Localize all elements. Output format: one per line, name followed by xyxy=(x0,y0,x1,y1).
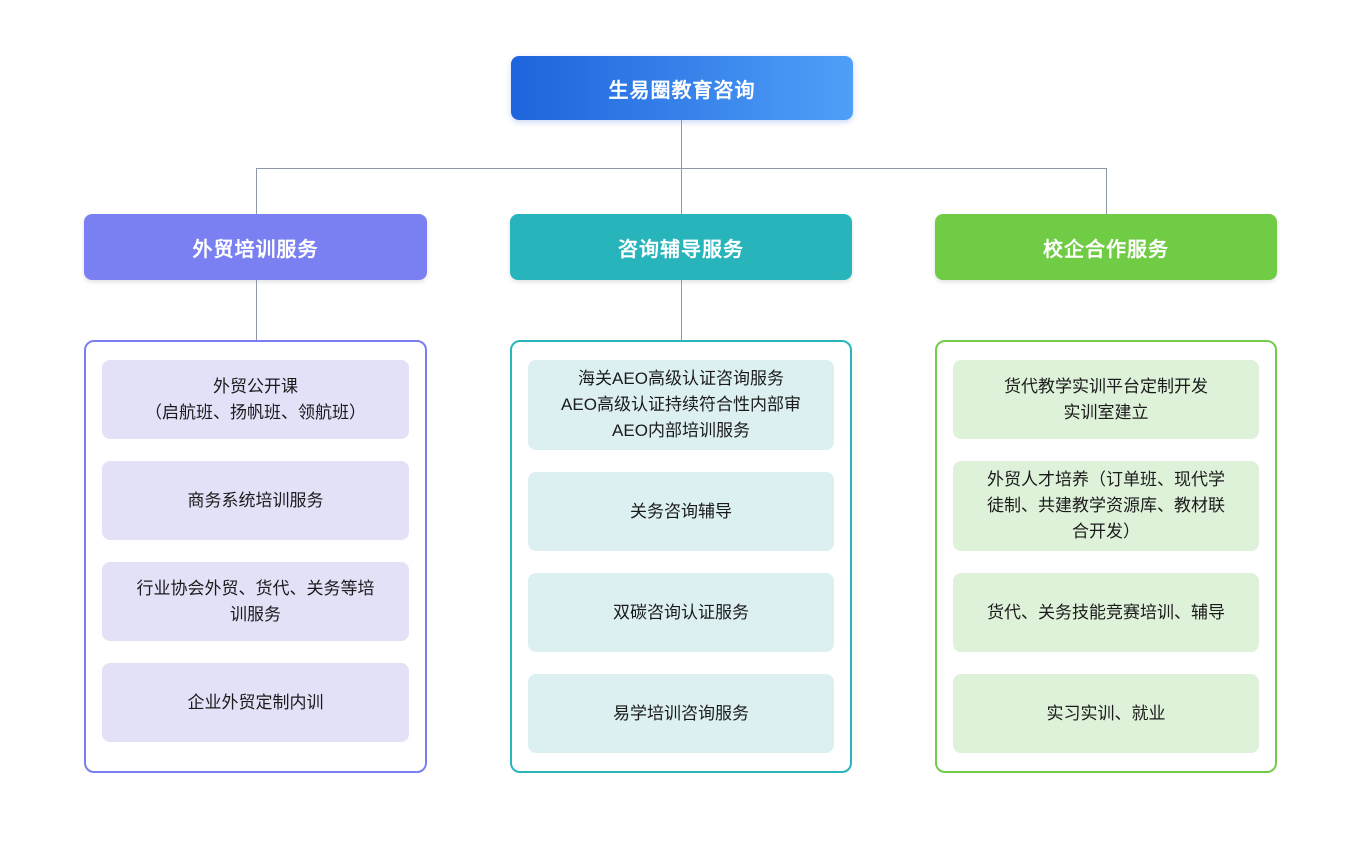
branch-item[interactable]: 商务系统培训服务 xyxy=(102,461,409,540)
connector-drop-branch-2 xyxy=(681,168,682,214)
branch-body-foreign-trade-training: 外贸公开课 （启航班、扬帆班、领航班） 商务系统培训服务 行业协会外贸、货代、关… xyxy=(84,340,427,773)
connector-root-vertical xyxy=(681,120,682,168)
branch-header-consulting-coaching[interactable]: 咨询辅导服务 xyxy=(510,214,852,280)
branch-item[interactable]: 企业外贸定制内训 xyxy=(102,663,409,742)
connector-header-body-branch-2 xyxy=(681,280,682,340)
root-node[interactable]: 生易圈教育咨询 xyxy=(511,56,853,120)
connector-drop-branch-3 xyxy=(1106,168,1107,214)
branch-header-school-enterprise[interactable]: 校企合作服务 xyxy=(935,214,1277,280)
connector-drop-branch-1 xyxy=(256,168,257,214)
connector-header-body-branch-1 xyxy=(256,280,257,340)
branch-item[interactable]: 关务咨询辅导 xyxy=(528,472,834,551)
branch-item[interactable]: 外贸公开课 （启航班、扬帆班、领航班） xyxy=(102,360,409,439)
branch-item[interactable]: 易学培训咨询服务 xyxy=(528,674,834,753)
branch-item[interactable]: 货代、关务技能竞赛培训、辅导 xyxy=(953,573,1259,652)
branch-item[interactable]: 外贸人才培养（订单班、现代学 徒制、共建教学资源库、教材联 合开发） xyxy=(953,461,1259,551)
branch-item[interactable]: 海关AEO高级认证咨询服务 AEO高级认证持续符合性内部审 AEO内部培训服务 xyxy=(528,360,834,450)
branch-item[interactable]: 行业协会外贸、货代、关务等培 训服务 xyxy=(102,562,409,641)
branch-header-foreign-trade-training[interactable]: 外贸培训服务 xyxy=(84,214,427,280)
branch-body-consulting-coaching: 海关AEO高级认证咨询服务 AEO高级认证持续符合性内部审 AEO内部培训服务 … xyxy=(510,340,852,773)
branch-item[interactable]: 双碳咨询认证服务 xyxy=(528,573,834,652)
branch-item[interactable]: 实习实训、就业 xyxy=(953,674,1259,753)
branch-body-school-enterprise: 货代教学实训平台定制开发 实训室建立 外贸人才培养（订单班、现代学 徒制、共建教… xyxy=(935,340,1277,773)
branch-item[interactable]: 货代教学实训平台定制开发 实训室建立 xyxy=(953,360,1259,439)
